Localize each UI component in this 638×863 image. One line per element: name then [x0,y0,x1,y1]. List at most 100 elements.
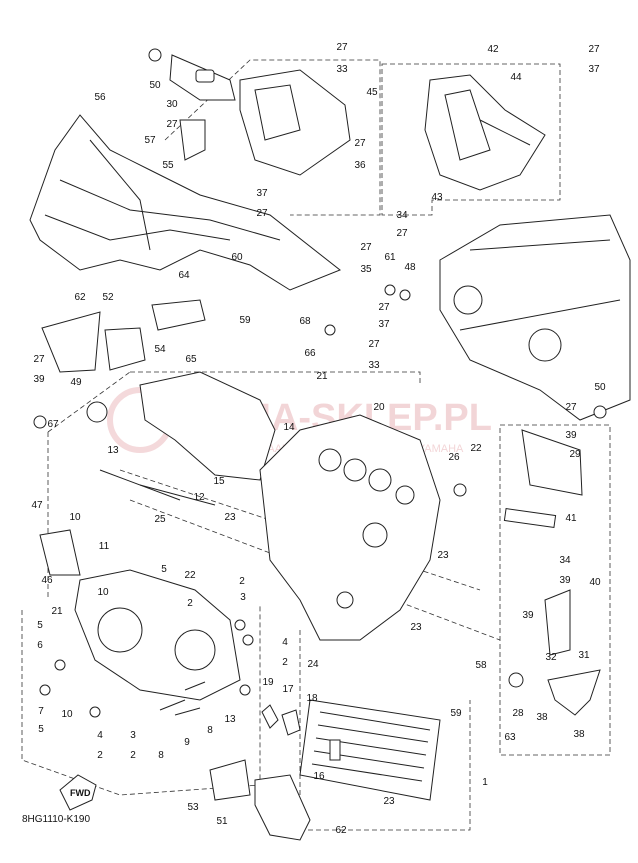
callout-label: 23 [383,796,395,807]
callout-label: 23 [410,622,422,633]
callout-label: 5 [161,564,167,575]
callout-label: 6 [37,640,43,651]
callout-label: 9 [184,737,190,748]
callout-label: 2 [130,750,136,761]
callout-label: 67 [47,419,59,430]
callout-label: 29 [569,449,581,460]
left-small-parts [33,299,206,576]
callout-label: 37 [588,64,600,75]
main-frame [74,371,441,701]
callout-label: 16 [313,771,325,782]
callout-label: 22 [470,443,482,454]
callout-label: 23 [224,512,236,523]
callout-label: 5 [37,620,43,631]
callout-label: 61 [384,252,396,263]
callout-label: 62 [335,825,347,836]
callout-label: 13 [224,714,236,725]
upper-brackets [169,54,351,176]
callout-label: 34 [559,555,571,566]
callout-label: 25 [154,514,166,525]
callout-label: 55 [162,160,174,171]
callout-label: 11 [99,541,110,552]
callout-label: 22 [184,570,196,581]
callout-label: 58 [475,660,487,671]
callout-label: 56 [94,92,106,103]
callout-label: 2 [239,576,245,587]
callout-label: 39 [522,610,534,621]
callout-label: 27 [33,354,45,365]
callout-label: 39 [565,430,577,441]
callout-label: 8 [158,750,164,761]
callout-label: 27 [354,138,366,149]
callout-label: 36 [354,160,366,171]
callout-label: 33 [368,360,380,371]
callout-label: 50 [149,80,161,91]
callout-label: 51 [216,816,228,827]
callout-label: 40 [589,577,601,588]
callout-label: 27 [336,42,348,53]
callout-label: 62 [74,292,86,303]
callout-label: 50 [594,382,606,393]
callout-label: 13 [107,445,119,456]
callout-label: 3 [240,592,246,603]
callout-label: 27 [396,228,408,239]
callout-label: 66 [304,348,316,359]
callout-label: 39 [33,374,45,385]
callout-label: 3 [130,730,136,741]
callout-label: 32 [545,652,557,663]
callout-label: 31 [578,650,590,661]
callout-label: 38 [536,712,548,723]
callout-label: 10 [97,587,109,598]
callout-label: 26 [448,452,460,463]
callout-label: 1 [482,777,488,788]
callout-label: 49 [70,377,82,388]
callout-label: 59 [239,315,251,326]
callout-label: 27 [360,242,372,253]
callout-labels: 5650302757552733452736372742442737433427… [31,42,606,836]
callout-label: 10 [69,512,81,523]
callout-label: 7 [38,706,44,717]
callout-label: 64 [178,270,190,281]
callout-label: 12 [193,492,205,503]
callout-label: 4 [97,730,103,741]
callout-label: 27 [565,402,577,413]
callout-label: 28 [512,708,524,719]
callout-label: 21 [51,606,63,617]
callout-label: 27 [378,302,390,313]
callout-label: 34 [396,210,408,221]
callout-label: 47 [31,500,43,511]
callout-label: 4 [282,637,288,648]
callout-label: 27 [588,44,600,55]
fwd-label: FWD [70,788,91,798]
bottom-parts [209,704,311,841]
callout-label: 27 [256,208,268,219]
callout-label: 27 [368,339,380,350]
callout-label: 46 [41,575,53,586]
callout-label: 65 [185,354,197,365]
callout-label: 42 [487,44,499,55]
callout-label: 53 [187,802,199,813]
callout-label: 20 [373,402,385,413]
callout-label: 39 [559,575,571,586]
callout-label: 17 [282,684,294,695]
callout-label: 14 [283,422,295,433]
callout-label: 37 [378,319,390,330]
rear-frame-inset [439,214,631,421]
callout-label: 45 [366,87,378,98]
callout-label: 23 [437,550,449,561]
callout-label: 2 [282,657,288,668]
callout-label: 5 [38,724,44,735]
callout-label: 38 [573,729,585,740]
callout-label: 8 [207,725,213,736]
callout-label: 63 [504,732,516,743]
callout-label: 57 [144,135,156,146]
callout-label: 15 [213,476,225,487]
fasteners [39,48,467,718]
callout-label: 59 [450,708,462,719]
radiator [299,699,441,801]
callout-label: 21 [316,371,328,382]
right-bracket-parts [503,405,607,716]
callout-label: 33 [336,64,348,75]
